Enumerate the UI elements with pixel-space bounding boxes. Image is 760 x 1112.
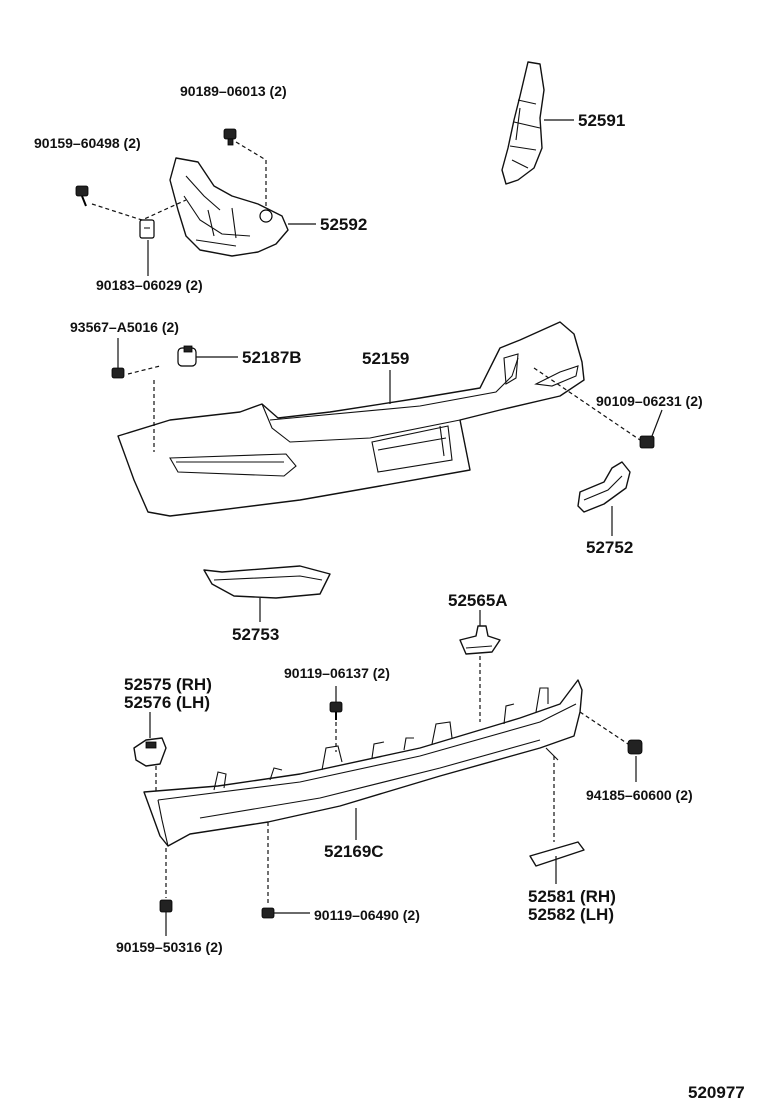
dash-94185 [579,711,629,745]
label-90189-06013: 90189–06013 (2) [180,83,287,99]
label-90119-06490: 90119–06490 (2) [314,907,420,923]
fastener-93567-A5016-icon [111,338,125,379]
label-52169C: 52169C [324,842,384,861]
part-52592 [169,157,289,257]
part-52752-reflector [577,461,631,513]
label-90183-06029: 90183–06029 (2) [96,277,203,293]
part-52159-bumper-cover [117,321,585,517]
label-90109-06231: 90109–06231 (2) [596,393,703,409]
part-52581-spacer [529,841,585,884]
fastener-90159-60498-icon [75,185,89,207]
dash-90189 [235,141,267,206]
dash-93567 [127,365,161,452]
clip-90183-06029-icon [139,219,155,239]
dash-90159-60498 [91,199,187,221]
part-52575-retainer [133,712,167,767]
label-52575-rh: 52575 (RH) [124,675,212,694]
diagram-id: 520977 [688,1083,745,1102]
label-94185-60600: 94185–60600 (2) [586,787,693,803]
label-52591: 52591 [578,111,625,130]
label-90119-06137: 90119–06137 (2) [284,665,390,681]
label-52565A: 52565A [448,591,508,610]
label-52576-lh: 52576 (LH) [124,693,210,712]
label-52753: 52753 [232,625,279,644]
label-52581-rh: 52581 (RH) [528,887,616,906]
dash-90109 [533,367,641,441]
part-52591 [501,61,545,185]
label-52582-lh: 52582 (LH) [528,905,614,924]
label-52187B: 52187B [242,348,302,367]
label-90159-50316: 90159–50316 (2) [116,939,223,955]
label-93567-A5016: 93567–A5016 (2) [70,319,179,335]
label-52752: 52752 [586,538,633,557]
clip-52187B-icon [177,345,238,367]
label-52159: 52159 [362,349,409,368]
part-52753-reflector [203,565,331,599]
fastener-90119-06490-icon [261,907,310,919]
label-52592: 52592 [320,215,367,234]
fastener-90189-06013-icon [223,128,237,146]
part-52169C-lower-bumper [143,679,583,847]
fastener-90109-06231-icon [639,409,663,449]
fastener-90159-50316-icon [159,899,173,936]
fastener-90119-06137-icon [329,686,343,720]
nut-94185-60600-icon [627,739,643,782]
part-52565A-bracket [459,625,501,655]
label-90159-60498: 90159–60498 (2) [34,135,141,151]
